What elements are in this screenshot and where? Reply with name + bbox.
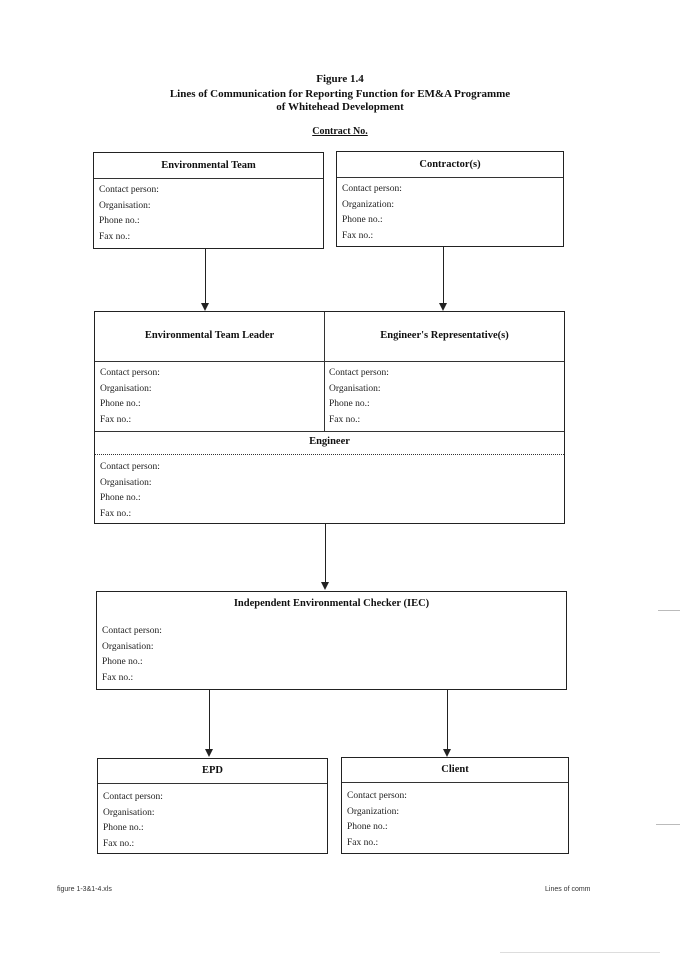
box-divider xyxy=(95,431,564,432)
iec-title: Independent Environmental Checker (IEC) xyxy=(233,598,430,609)
environmental-team-box: Environmental Team Contact person: Organ… xyxy=(93,152,324,249)
engineers-representative-fields: Contact person: Organisation: Phone no.:… xyxy=(329,366,389,428)
engineers-representative-title: Engineer's Representative(s) xyxy=(380,330,509,341)
contact-person-label: Contact person: xyxy=(329,368,389,378)
figure-title-line1: Lines of Communication for Reporting Fun… xyxy=(169,88,511,100)
arrow-iec-to-epd xyxy=(205,690,214,757)
client-box: Client Contact person: Organization: Pho… xyxy=(341,757,569,854)
box-divider xyxy=(95,361,564,362)
fax-label: Fax no.: xyxy=(99,231,131,242)
environmental-team-fields: Contact person: Organisation: Phone no.:… xyxy=(99,183,159,245)
scan-mark xyxy=(656,824,680,825)
engineer-title: Engineer xyxy=(309,436,350,447)
fax-label: Fax no.: xyxy=(100,508,132,519)
organisation-label: Organisation: xyxy=(329,383,381,394)
box-divider xyxy=(95,454,564,455)
arrow-iec-to-client xyxy=(443,690,452,757)
scan-mark xyxy=(500,952,660,953)
arrow-engineer-to-iec xyxy=(321,524,330,590)
contractors-fields: Contact person: Organization: Phone no.:… xyxy=(342,182,402,244)
fax-label: Fax no.: xyxy=(102,672,134,683)
contact-person-label: Contact person: xyxy=(100,368,160,378)
box-divider xyxy=(94,178,323,179)
figure-label: Figure 1.4 xyxy=(316,73,364,85)
box-divider xyxy=(98,783,327,784)
organisation-label: Organisation: xyxy=(103,807,155,818)
environmental-team-leader-title: Environmental Team Leader xyxy=(144,330,275,341)
epd-title: EPD xyxy=(202,765,223,776)
iec-fields: Contact person: Organisation: Phone no.:… xyxy=(102,624,162,686)
footer-filename: figure 1-3&1-4.xls xyxy=(57,886,112,893)
organization-label: Organization: xyxy=(347,806,400,817)
phone-label: Phone no.: xyxy=(100,399,141,409)
phone-label: Phone no.: xyxy=(100,493,141,503)
fax-label: Fax no.: xyxy=(342,230,374,241)
phone-label: Phone no.: xyxy=(99,216,140,226)
contractors-title: Contractor(s) xyxy=(419,159,481,170)
contact-person-label: Contact person: xyxy=(99,185,159,195)
iec-box: Independent Environmental Checker (IEC) … xyxy=(96,591,567,690)
organisation-label: Organisation: xyxy=(102,641,154,652)
engineer-fields: Contact person: Organisation: Phone no.:… xyxy=(100,460,160,522)
contact-person-label: Contact person: xyxy=(342,184,402,194)
arrow-team-to-leader xyxy=(201,249,210,311)
figure-title-line2: of Whitehead Development xyxy=(276,101,404,113)
organisation-label: Organisation: xyxy=(99,200,151,211)
contact-person-label: Contact person: xyxy=(102,626,162,636)
fax-label: Fax no.: xyxy=(329,414,361,425)
environmental-team-leader-fields: Contact person: Organisation: Phone no.:… xyxy=(100,366,160,428)
contractors-box: Contractor(s) Contact person: Organizati… xyxy=(336,151,564,247)
column-divider xyxy=(324,312,325,431)
scan-mark xyxy=(658,610,680,611)
contact-person-label: Contact person: xyxy=(103,792,163,802)
organisation-label: Organisation: xyxy=(100,477,152,488)
environmental-team-title: Environmental Team xyxy=(161,160,256,171)
footer-sheet-name: Lines of comm xyxy=(545,886,591,893)
organization-label: Organization: xyxy=(342,199,395,210)
client-title: Client xyxy=(441,764,469,775)
fax-label: Fax no.: xyxy=(347,837,379,848)
phone-label: Phone no.: xyxy=(102,657,143,667)
epd-box: EPD Contact person: Organisation: Phone … xyxy=(97,758,328,854)
phone-label: Phone no.: xyxy=(342,215,383,225)
arrow-contractor-to-representative xyxy=(439,247,448,311)
contact-person-label: Contact person: xyxy=(100,462,160,472)
epd-fields: Contact person: Organisation: Phone no.:… xyxy=(103,790,163,852)
client-fields: Contact person: Organization: Phone no.:… xyxy=(347,789,407,851)
fax-label: Fax no.: xyxy=(103,838,135,849)
box-divider xyxy=(337,177,563,178)
organisation-label: Organisation: xyxy=(100,383,152,394)
phone-label: Phone no.: xyxy=(329,399,370,409)
box-divider xyxy=(342,782,568,783)
phone-label: Phone no.: xyxy=(103,823,144,833)
phone-label: Phone no.: xyxy=(347,822,388,832)
contract-number-label: Contract No. xyxy=(312,126,368,137)
fax-label: Fax no.: xyxy=(100,414,132,425)
management-block: Environmental Team Leader Engineer's Rep… xyxy=(94,311,565,524)
contact-person-label: Contact person: xyxy=(347,791,407,801)
